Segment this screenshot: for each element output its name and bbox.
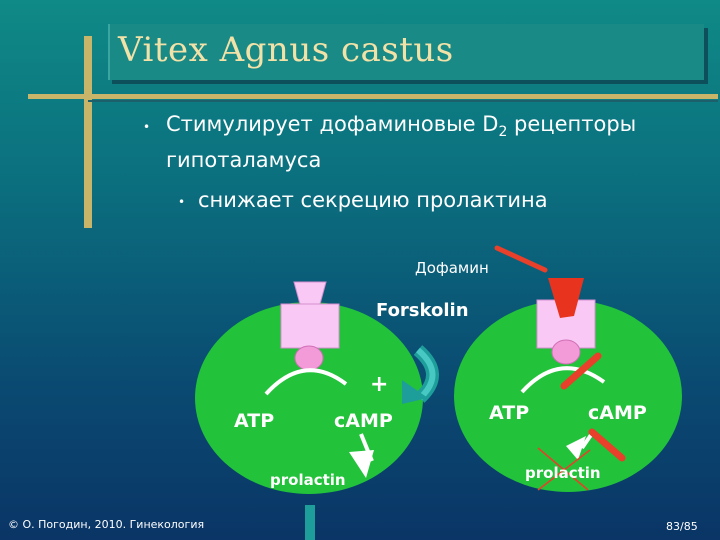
decorative-shadow-bar: [88, 100, 718, 102]
right-conversion-arc: [520, 366, 606, 394]
forskolin-arrow: [402, 345, 439, 404]
bullet-dot: •: [143, 120, 151, 134]
dopamine-inhibition-mark: [494, 245, 548, 273]
decorative-horizontal-bar: [28, 94, 718, 99]
prolactin-block-mark: [588, 428, 626, 462]
slide-title: Vitex Agnus castus: [118, 30, 454, 70]
left-receptor: [280, 281, 340, 371]
bullet-1-rest: рецепторы гипоталамуса: [166, 112, 637, 173]
bullet-1: Стимулирует дофаминовые D2 рецепторы гип…: [166, 110, 716, 174]
right-prolactin-arrowhead: [566, 436, 586, 460]
bullet-1-text: Стимулирует дофаминовые D: [166, 112, 499, 136]
bullet-1-subscript: 2: [498, 124, 508, 141]
left-conversion-arc: [264, 368, 348, 396]
decorative-vertical-bar: [84, 36, 92, 228]
right-camp-label: cAMP: [588, 402, 647, 424]
page-number: 83/85: [666, 520, 698, 533]
copyright-footer: © О. Погодин, 2010. Гинекология: [8, 518, 205, 531]
left-prolactin-label: prolactin: [270, 471, 346, 489]
left-camp-label: cAMP: [334, 410, 393, 432]
right-cell: [454, 300, 682, 492]
left-atp-label: ATP: [234, 410, 275, 432]
plus-sign: +: [370, 372, 389, 397]
page-current: 83: [666, 520, 680, 533]
right-atp-label: ATP: [489, 402, 530, 424]
right-prolactin-label: prolactin: [525, 464, 601, 482]
dopamine-label: Дофамин: [415, 259, 489, 277]
camp-block-mark: [560, 352, 602, 390]
prolactin-cross-icon: [537, 447, 591, 491]
title-box: [108, 24, 704, 80]
bullet-dot: •: [178, 195, 186, 209]
bullet-2: снижает секрецию пролактина: [198, 188, 548, 212]
page-total: /85: [680, 520, 698, 533]
forskolin-label: Forskolin: [376, 300, 469, 321]
left-prolactin-arrowhead: [349, 450, 374, 478]
dopamine-molecule: [548, 278, 584, 318]
right-receptor: [536, 278, 596, 365]
